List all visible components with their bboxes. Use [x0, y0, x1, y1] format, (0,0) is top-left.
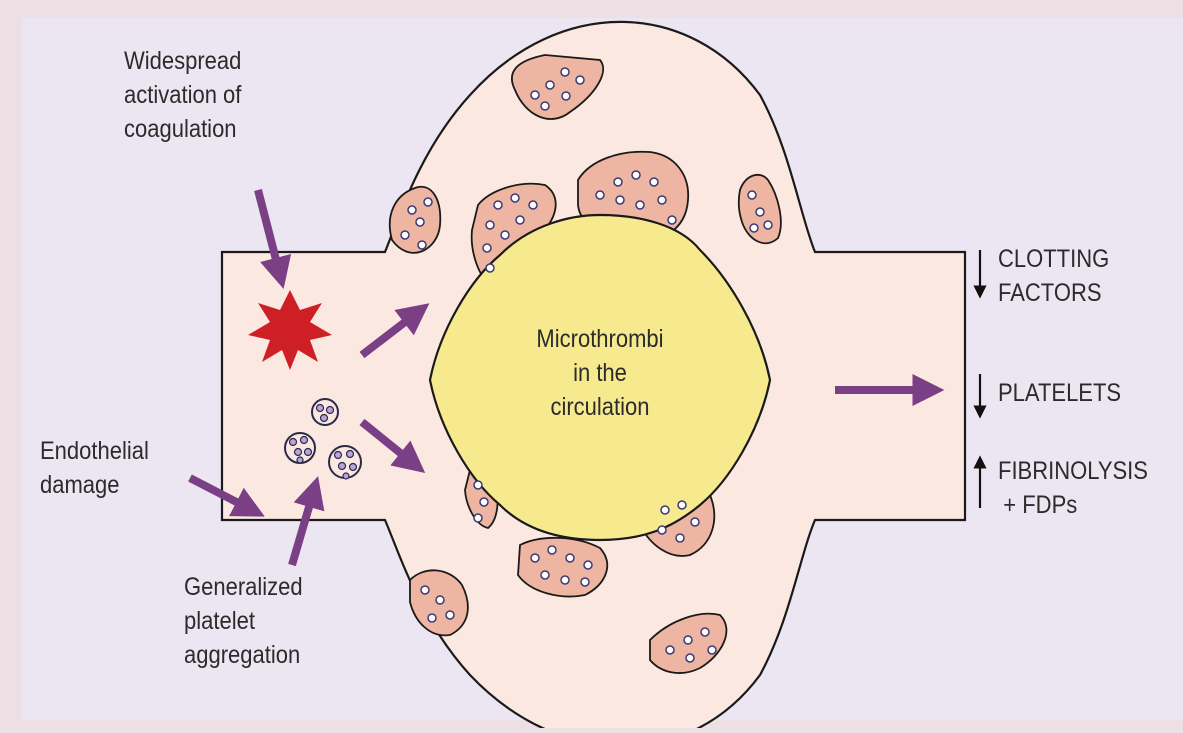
- clotting-factors-label: CLOTTING FACTORS: [998, 242, 1109, 310]
- endothelial-label: Endothelial damage: [40, 434, 149, 502]
- microthrombi-label: Microthrombi in the circulation: [494, 322, 705, 424]
- platelets-label: PLATELETS: [998, 376, 1121, 410]
- fibrinolysis-label: FIBRINOLYSIS + FDPs: [998, 454, 1148, 522]
- platelet-aggregation-label: Generalized platelet aggregation: [184, 570, 303, 672]
- coagulation-label: Widespread activation of coagulation: [124, 44, 241, 146]
